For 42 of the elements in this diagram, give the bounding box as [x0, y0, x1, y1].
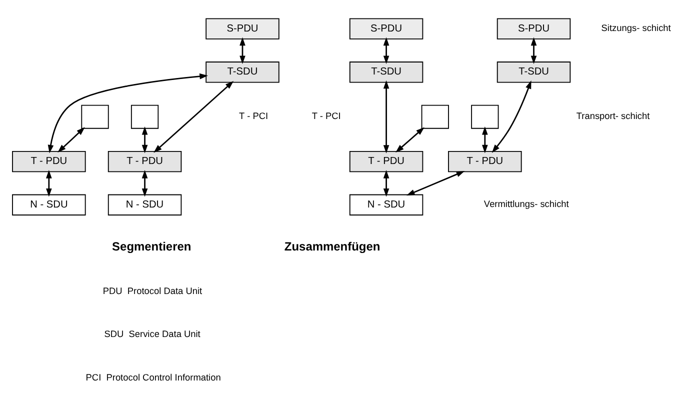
node-box: S-PDU [349, 18, 424, 39]
arrow [142, 170, 148, 196]
arrow [46, 170, 52, 196]
label: Vermittlungs- schicht [484, 198, 569, 209]
arrow [406, 170, 465, 195]
arrow [396, 126, 424, 152]
arrow [240, 36, 246, 64]
node-box [130, 104, 159, 128]
label: Segmentieren [112, 238, 192, 253]
arrow [383, 80, 390, 153]
arrow [154, 80, 234, 152]
arrow [492, 80, 532, 152]
arrow [383, 36, 390, 64]
node-box: T-SDU [496, 61, 571, 82]
arrow [58, 126, 85, 152]
node-box: T - PDU [448, 150, 522, 172]
arrow [482, 126, 488, 153]
arrow [530, 36, 537, 64]
label: T - PCI [312, 110, 341, 121]
arrow [383, 170, 390, 196]
node-box [421, 104, 449, 128]
label: Zusammenfügen [284, 238, 380, 253]
arrow [142, 126, 148, 153]
node-box: T - PDU [349, 150, 424, 172]
label: Sitzungs- schicht [601, 22, 671, 33]
label: Transport- schicht [576, 110, 650, 121]
arrow [48, 72, 208, 153]
node-box: S-PDU [206, 18, 280, 39]
node-box: T - PDU [12, 150, 86, 172]
node-box: S-PDU [496, 18, 571, 39]
label: PDU Protocol Data Unit [102, 285, 202, 296]
node-box: T-SDU [349, 61, 424, 82]
node-box: N - SDU [349, 194, 424, 215]
node-box: N - SDU [12, 194, 86, 215]
node-box [81, 104, 109, 128]
node-box: N - SDU [108, 194, 182, 215]
node-box: T-SDU [206, 61, 280, 82]
label: SDU Service Data Unit [104, 328, 200, 339]
node-box [471, 104, 499, 128]
label: PCI Protocol Control Information [86, 372, 221, 382]
node-box: T - PDU [108, 150, 182, 172]
label: T - PCI [239, 110, 268, 121]
